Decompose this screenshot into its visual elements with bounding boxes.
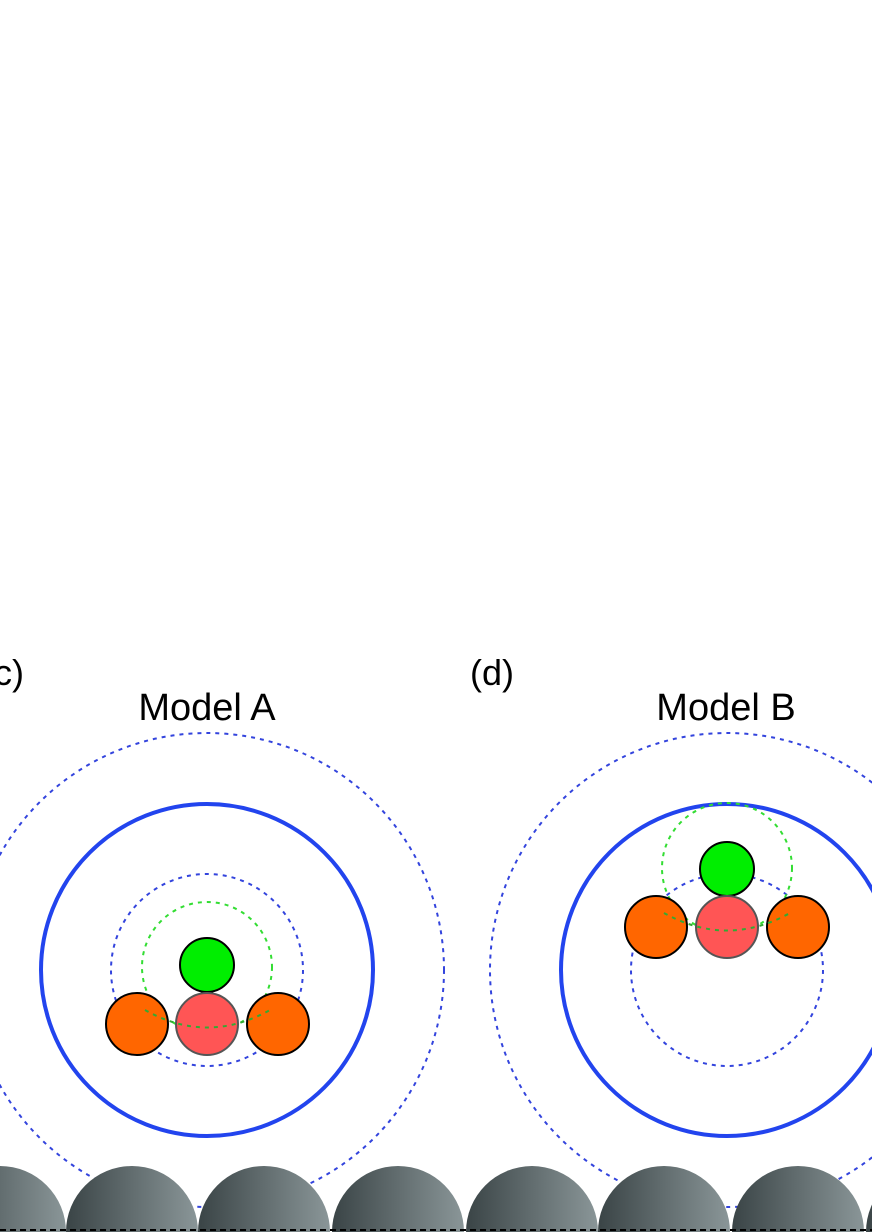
solid-circle xyxy=(39,802,375,1138)
green-dotted-arc xyxy=(663,912,791,932)
substrate-sphere xyxy=(66,1166,198,1232)
center-atom xyxy=(695,895,759,959)
substrate-sphere xyxy=(332,1166,464,1232)
inner-dotted-circle xyxy=(110,873,304,1067)
green-atom xyxy=(699,841,755,897)
substrate-sphere xyxy=(466,1166,598,1232)
side-atom-left xyxy=(624,895,688,959)
side-atom-left xyxy=(105,992,169,1056)
panel-c-letter: c) xyxy=(0,652,24,693)
solid-circle xyxy=(559,802,872,1138)
outer-dotted-circle xyxy=(489,732,872,1208)
green-atom xyxy=(179,937,235,993)
substrate-sphere xyxy=(732,1166,864,1232)
substrate-sphere xyxy=(866,1204,872,1232)
substrate-sphere xyxy=(198,1166,330,1232)
substrate-sphere xyxy=(0,1166,66,1232)
panel-c: c) Model A xyxy=(0,652,445,1208)
panel-d-letter: (d) xyxy=(470,652,514,693)
panel-c-title: Model A xyxy=(138,687,276,729)
side-atom-right xyxy=(246,992,310,1056)
panel-d-title: Model B xyxy=(656,687,795,729)
side-atom-right xyxy=(766,895,830,959)
panel-d: (d) Model B xyxy=(470,652,872,1208)
substrate-sphere xyxy=(598,1166,730,1232)
substrate xyxy=(0,1166,872,1232)
center-atom xyxy=(175,992,239,1056)
green-dotted-arc xyxy=(144,1009,271,1029)
